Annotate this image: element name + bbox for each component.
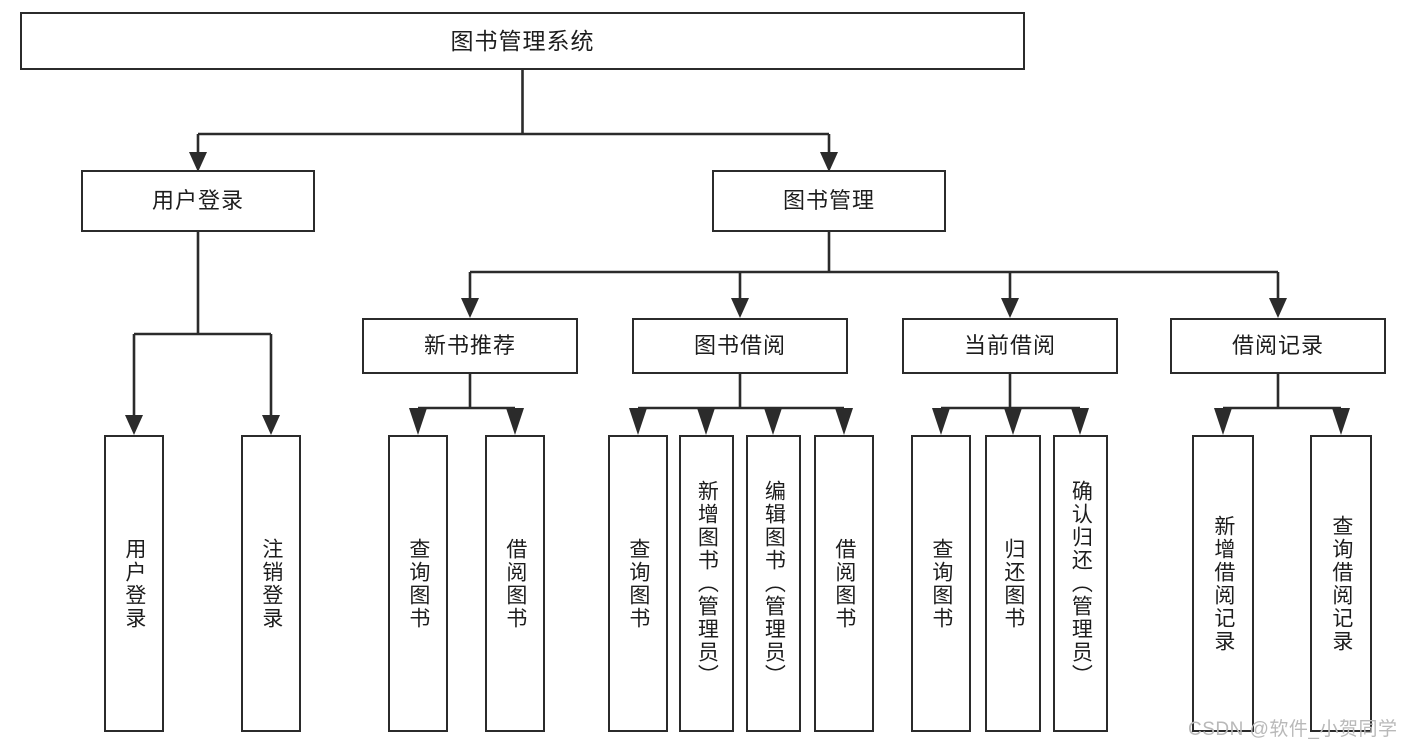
node-leaf-confirm-return[interactable]: 确认归还（管理员） xyxy=(1053,435,1108,732)
node-label: 图书借阅 xyxy=(693,333,786,359)
node-leaf-add-record[interactable]: 新增借阅记录 xyxy=(1192,435,1254,732)
node-leaf-edit-book[interactable]: 编辑图书（管理员） xyxy=(746,435,801,732)
node-leaf-query-book-3[interactable]: 查询图书 xyxy=(911,435,971,732)
node-borrow-record[interactable]: 借阅记录 xyxy=(1170,318,1386,374)
node-leaf-query-book-2[interactable]: 查询图书 xyxy=(608,435,668,732)
node-leaf-add-book[interactable]: 新增图书（管理员） xyxy=(679,435,734,732)
node-label: 查询图书 xyxy=(406,537,430,630)
node-leaf-return-book[interactable]: 归还图书 xyxy=(985,435,1041,732)
node-book-manage[interactable]: 图书管理 xyxy=(712,170,946,232)
node-label: 用户登录 xyxy=(151,188,244,214)
node-label: 归还图书 xyxy=(1001,537,1025,630)
node-label: 注销登录 xyxy=(259,537,283,630)
node-label: 当前借阅 xyxy=(963,333,1056,359)
node-leaf-borrow-book-1[interactable]: 借阅图书 xyxy=(485,435,545,732)
node-label: 新增借阅记录 xyxy=(1211,514,1235,653)
node-label: 图书管理系统 xyxy=(450,27,595,54)
node-user-login[interactable]: 用户登录 xyxy=(81,170,315,232)
node-leaf-query-record[interactable]: 查询借阅记录 xyxy=(1310,435,1372,732)
node-label: 查询图书 xyxy=(626,537,650,630)
node-label: 查询借阅记录 xyxy=(1329,514,1353,653)
node-label: 借阅图书 xyxy=(832,537,856,630)
node-current-borrow[interactable]: 当前借阅 xyxy=(902,318,1118,374)
node-root[interactable]: 图书管理系统 xyxy=(20,12,1025,70)
node-leaf-user-login[interactable]: 用户登录 xyxy=(104,435,164,732)
node-label: 查询图书 xyxy=(929,537,953,630)
node-leaf-query-book-1[interactable]: 查询图书 xyxy=(388,435,448,732)
node-label: 编辑图书（管理员） xyxy=(762,480,786,687)
node-leaf-borrow-book-2[interactable]: 借阅图书 xyxy=(814,435,874,732)
node-label: 新增图书（管理员） xyxy=(695,480,719,687)
node-label: 用户登录 xyxy=(122,537,146,630)
node-label: 借阅记录 xyxy=(1231,333,1324,359)
node-label: 新书推荐 xyxy=(423,333,516,359)
node-label: 图书管理 xyxy=(782,188,875,214)
node-label: 确认归还（管理员） xyxy=(1069,480,1093,687)
watermark: CSDN @软件_小贺同学 xyxy=(1188,719,1398,740)
node-leaf-user-logout[interactable]: 注销登录 xyxy=(241,435,301,732)
node-new-book-rec[interactable]: 新书推荐 xyxy=(362,318,578,374)
node-label: 借阅图书 xyxy=(503,537,527,630)
node-book-borrow[interactable]: 图书借阅 xyxy=(632,318,848,374)
